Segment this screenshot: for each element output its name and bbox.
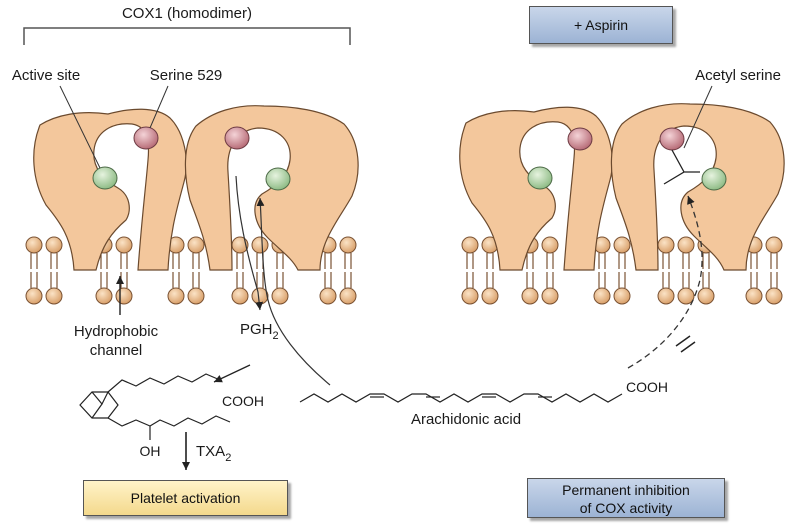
lipid-head xyxy=(115,287,133,305)
hydrophobic-label-line2: channel xyxy=(90,342,143,359)
serine-529-left-a xyxy=(133,126,159,150)
txa2-subscript: 2 xyxy=(225,452,231,464)
inhibition-label-line1: Permanent inhibition xyxy=(562,482,690,498)
acetyl-serine-label: Acetyl serine xyxy=(695,67,781,84)
lipid-head xyxy=(745,287,763,305)
lipid-head xyxy=(187,287,205,305)
active-site-right-a xyxy=(527,166,553,190)
active-site-left-b xyxy=(265,167,291,191)
cox1-subunit-left-a xyxy=(33,108,187,271)
lipid-head xyxy=(521,287,539,305)
pgh2-exit-path xyxy=(235,175,264,311)
platelet-activation-label: Platelet activation xyxy=(130,490,241,506)
arachidonic-acid-molecule xyxy=(299,393,623,403)
pgh2-label: PGH2 xyxy=(240,321,279,342)
inhibition-label-line2: of COX activity xyxy=(579,500,673,516)
acetyl-serine-right-b xyxy=(659,127,685,151)
substrate-entry-path xyxy=(256,197,331,386)
lipid-head xyxy=(319,287,337,305)
lipid-head xyxy=(167,287,185,305)
lipid-head xyxy=(613,287,631,305)
lipid-head xyxy=(541,236,559,254)
hydrophobic-label-line1: Hydrophobic xyxy=(74,323,159,340)
txa2-cooh-label: COOH xyxy=(222,393,264,409)
blocked-substrate-path xyxy=(627,195,703,369)
txa2-main: TXA xyxy=(196,443,225,460)
lipid-head xyxy=(677,236,695,254)
lipid-head xyxy=(461,287,479,305)
block-mark-2 xyxy=(680,341,696,353)
txa2-label: TXA2 xyxy=(196,443,231,464)
lipid-head xyxy=(541,287,559,305)
serine-label: Serine 529 xyxy=(150,67,223,84)
acetyl-group xyxy=(663,149,700,185)
acetyl-serine-pointer xyxy=(683,85,713,149)
aspirin-label: + Aspirin xyxy=(573,17,629,33)
lipid-head xyxy=(25,236,43,254)
lipid-head xyxy=(657,287,675,305)
lipid-head xyxy=(461,236,479,254)
platelet-activation-box: Platelet activation xyxy=(83,480,288,516)
lipid-head xyxy=(677,287,695,305)
pgh2-main: PGH xyxy=(240,321,273,338)
serine-pointer xyxy=(149,85,169,129)
lipid-head xyxy=(697,287,715,305)
lipid-head xyxy=(339,287,357,305)
serine-529-left-b xyxy=(224,126,250,150)
arachidonic-acid-label: Arachidonic acid xyxy=(411,411,521,428)
lipid-head xyxy=(657,236,675,254)
lipid-head xyxy=(765,236,783,254)
lipid-head xyxy=(95,287,113,305)
active-site-left-a xyxy=(92,166,118,190)
lipid-head xyxy=(251,236,269,254)
pgh2-subscript: 2 xyxy=(273,330,279,342)
arachidonic-cooh-label: COOH xyxy=(626,379,668,395)
lipid-head xyxy=(231,287,249,305)
lipid-head xyxy=(45,236,63,254)
lipid-head xyxy=(251,287,269,305)
active-site-pointer xyxy=(59,85,101,169)
pgh2-to-txa2-arrow xyxy=(213,364,251,383)
lipid-head xyxy=(187,236,205,254)
active-site-label: Active site xyxy=(12,67,80,84)
lipid-head xyxy=(115,236,133,254)
txa2-oh-label: OH xyxy=(140,443,161,459)
lipid-head xyxy=(481,287,499,305)
homodimer-title: COX1 (homodimer) xyxy=(122,5,252,22)
block-mark-1 xyxy=(675,335,691,347)
homodimer-bracket xyxy=(23,27,351,45)
lipid-head xyxy=(593,287,611,305)
cox1-subunit-right-b xyxy=(610,103,785,271)
lipid-head xyxy=(765,287,783,305)
lipid-head xyxy=(45,287,63,305)
active-site-right-b xyxy=(701,167,727,191)
inhibition-box: Permanent inhibition of COX activity xyxy=(527,478,725,518)
lipid-head xyxy=(339,236,357,254)
lipid-head xyxy=(271,287,289,305)
aspirin-box: + Aspirin xyxy=(529,6,673,44)
acetyl-serine-right-a xyxy=(567,127,593,151)
lipid-head xyxy=(613,236,631,254)
txa2-molecule xyxy=(79,373,231,440)
lipid-head xyxy=(25,287,43,305)
